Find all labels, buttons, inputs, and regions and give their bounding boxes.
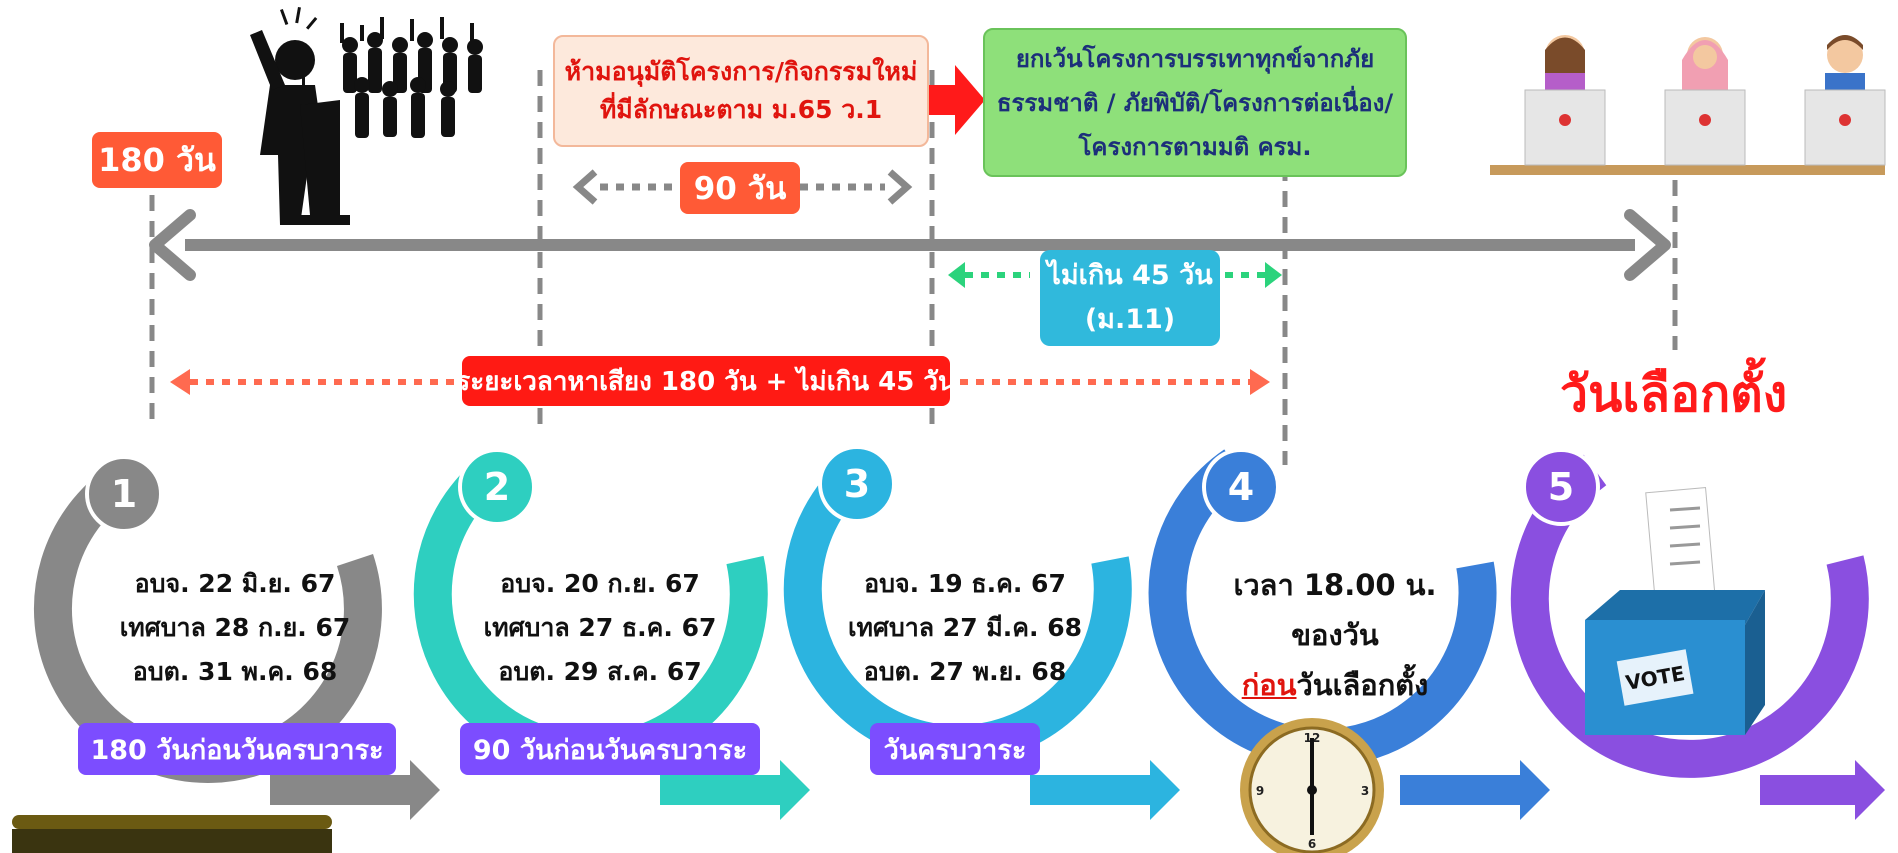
45-days-tag: ไม่เกิน 45 วัน (ม.11)	[1040, 250, 1220, 346]
step-4-election-word: วันเลือกตั้ง	[1296, 668, 1429, 702]
step-3-line-3: อบต. 27 พ.ย. 68	[863, 657, 1067, 686]
step-1-number: 1	[85, 455, 163, 533]
step-2-line-1: อบจ. 20 ก.ย. 67	[500, 569, 700, 598]
90-days-tag: 90 วัน	[680, 162, 800, 214]
svg-text:9: 9	[1256, 784, 1264, 798]
step-2-line-2: เทศบาล 27 ธ.ค. 67	[483, 613, 717, 642]
45-days-line-2: (ม.11)	[1084, 304, 1176, 335]
step-1-line-1: อบจ. 22 มิ.ย. 67	[134, 569, 336, 598]
step-4-line-2: ของวัน	[1291, 618, 1379, 652]
step-1-line-3: อบต. 31 พ.ค. 68	[132, 657, 338, 686]
svg-text:6: 6	[1308, 837, 1316, 851]
exempt-line-3: โครงการตามมติ ครม.	[1078, 132, 1312, 161]
step-2-dates: อบจ. 20 ก.ย. 67 เทศบาล 27 ธ.ค. 67 อบต. 2…	[475, 562, 725, 694]
step-4-line-3: ก่อนวันเลือกตั้ง	[1205, 660, 1465, 710]
step-4-before-word: ก่อน	[1241, 668, 1297, 702]
prohibit-projects-box: ห้ามอนุมัติโครงการ/กิจกรรมใหม่ ที่มีลักษ…	[553, 35, 929, 147]
prohibit-line-2: ที่มีลักษณะตาม ม.65 ว.1	[599, 95, 883, 124]
step-1-dates: อบจ. 22 มิ.ย. 67 เทศบาล 28 ก.ย. 67 อบต. …	[110, 562, 360, 694]
step-2-number: 2	[458, 448, 536, 526]
step-2-label: 90 วันก่อนวันครบวาระ	[460, 723, 760, 775]
prohibit-line-1: ห้ามอนุมัติโครงการ/กิจกรรมใหม่	[564, 57, 918, 86]
step-5-number: 5	[1522, 448, 1600, 526]
step-3-dates: อบจ. 19 ธ.ค. 67 เทศบาล 27 มี.ค. 68 อบต. …	[840, 562, 1090, 694]
main-timeline-arrow	[149, 209, 1671, 281]
step-4-text: เวลา 18.00 น. ของวัน ก่อนวันเลือกตั้ง	[1205, 560, 1465, 710]
step-2-line-3: อบต. 29 ส.ค. 67	[498, 657, 702, 686]
ballot-box-icon: VOTE	[1585, 487, 1765, 735]
step-3-line-1: อบจ. 19 ธ.ค. 67	[864, 569, 1066, 598]
exempt-line-1: ยกเว้นโครงการบรรเทาทุกข์จากภัย	[1015, 44, 1375, 73]
step-1-label: 180 วันก่อนวันครบวาระ	[78, 723, 396, 775]
step-4-line-1: เวลา 18.00 น.	[1233, 568, 1437, 602]
campaign-period-tag: ระยะเวลาหาเสียง 180 วัน + ไม่เกิน 45 วัน	[456, 356, 956, 406]
step-3-number: 3	[818, 445, 896, 523]
step-3-label: วันครบวาระ	[870, 723, 1040, 775]
exempt-projects-box: ยกเว้นโครงการบรรเทาทุกข์จากภัย ธรรมชาติ …	[983, 28, 1407, 177]
alarm-clock-icon: 126 93	[1240, 718, 1384, 853]
svg-text:3: 3	[1361, 784, 1369, 798]
45-days-line-1: ไม่เกิน 45 วัน	[1047, 260, 1213, 291]
step-3-line-2: เทศบาล 27 มี.ค. 68	[847, 613, 1082, 642]
speaker-crowd-icon	[250, 7, 483, 225]
exempt-line-2: ธรรมชาติ / ภัยพิบัติ/โครงการต่อเนื่อง/	[996, 88, 1394, 117]
voting-booths-icon	[1490, 35, 1886, 175]
election-day-title: วันเลือกตั้ง	[1560, 365, 1788, 423]
start-180-days-tag: 180 วัน	[92, 132, 222, 188]
step-1-line-2: เทศบาล 28 ก.ย. 67	[119, 613, 351, 642]
step-4-number: 4	[1202, 448, 1280, 526]
